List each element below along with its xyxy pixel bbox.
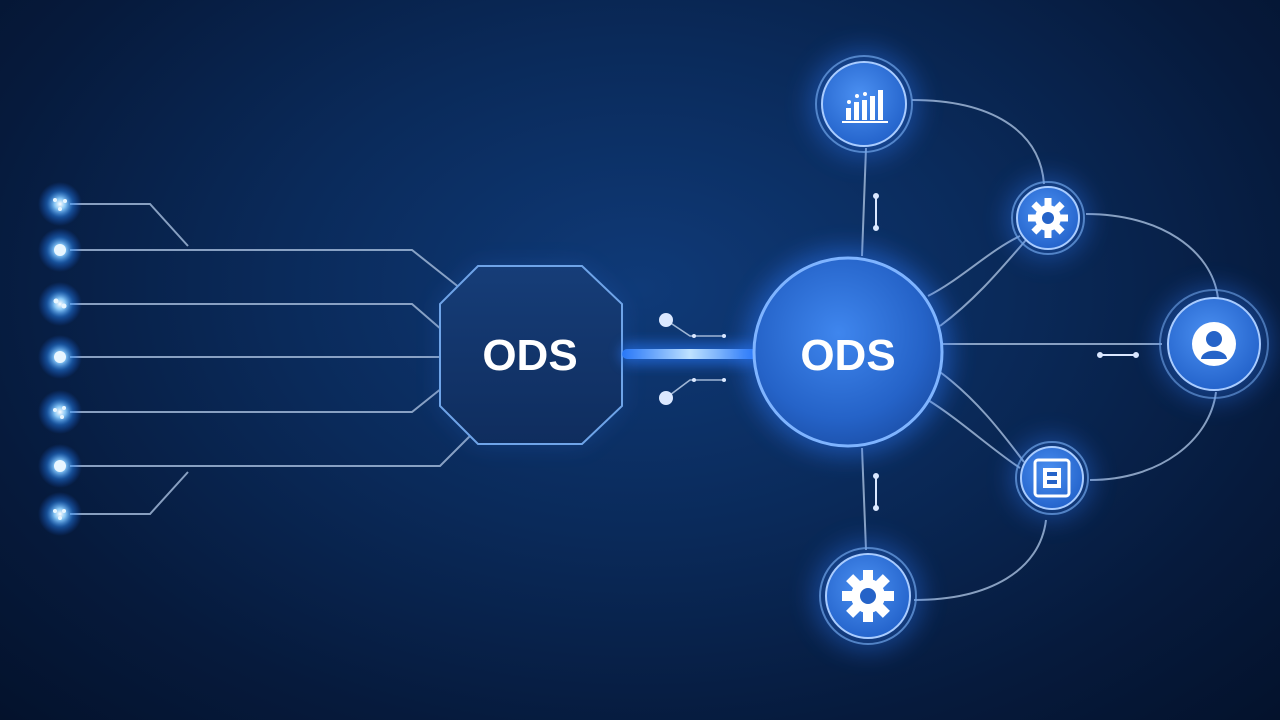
storage-node[interactable] [1010,436,1094,520]
input-node-1[interactable] [38,182,82,226]
globe-icon [54,351,66,363]
network-dots-icon [53,298,67,309]
input-node-4[interactable] [38,335,82,379]
globe-icon [54,460,66,472]
network-dots-icon [53,509,66,520]
input-node-3[interactable] [38,282,82,326]
user-node[interactable] [1156,286,1272,402]
input-node-5[interactable] [38,390,82,434]
network-dots-icon [53,406,66,419]
bar-chart-icon [842,90,888,123]
hub-octagon-label: ODS [482,331,577,380]
beam-ticks [692,334,726,382]
data-beam [620,343,760,365]
settings-node-upper[interactable] [1006,176,1090,260]
input-node-6[interactable] [38,444,82,488]
gear-icon [842,570,894,622]
connector-ticks [873,193,1139,511]
output-connectors [861,99,1219,601]
globe-icon [54,244,66,256]
hub-circle-label: ODS [800,331,895,380]
input-node-7[interactable] [38,492,82,536]
network-dots-icon [53,198,67,211]
beam-connectors [665,319,726,399]
gear-icon [1028,198,1068,238]
input-node-2[interactable] [38,228,82,272]
database-icon [1033,458,1071,498]
connector-dot-top [659,313,673,327]
settings-node-lower[interactable] [812,540,924,652]
analytics-node[interactable] [808,48,920,160]
user-icon [1192,322,1236,366]
hub-octagon[interactable]: ODS [439,265,623,445]
hub-circle[interactable]: ODS [744,248,952,456]
connector-dot-bottom [659,391,673,405]
input-connectors [70,203,471,515]
input-nodes [38,182,82,536]
